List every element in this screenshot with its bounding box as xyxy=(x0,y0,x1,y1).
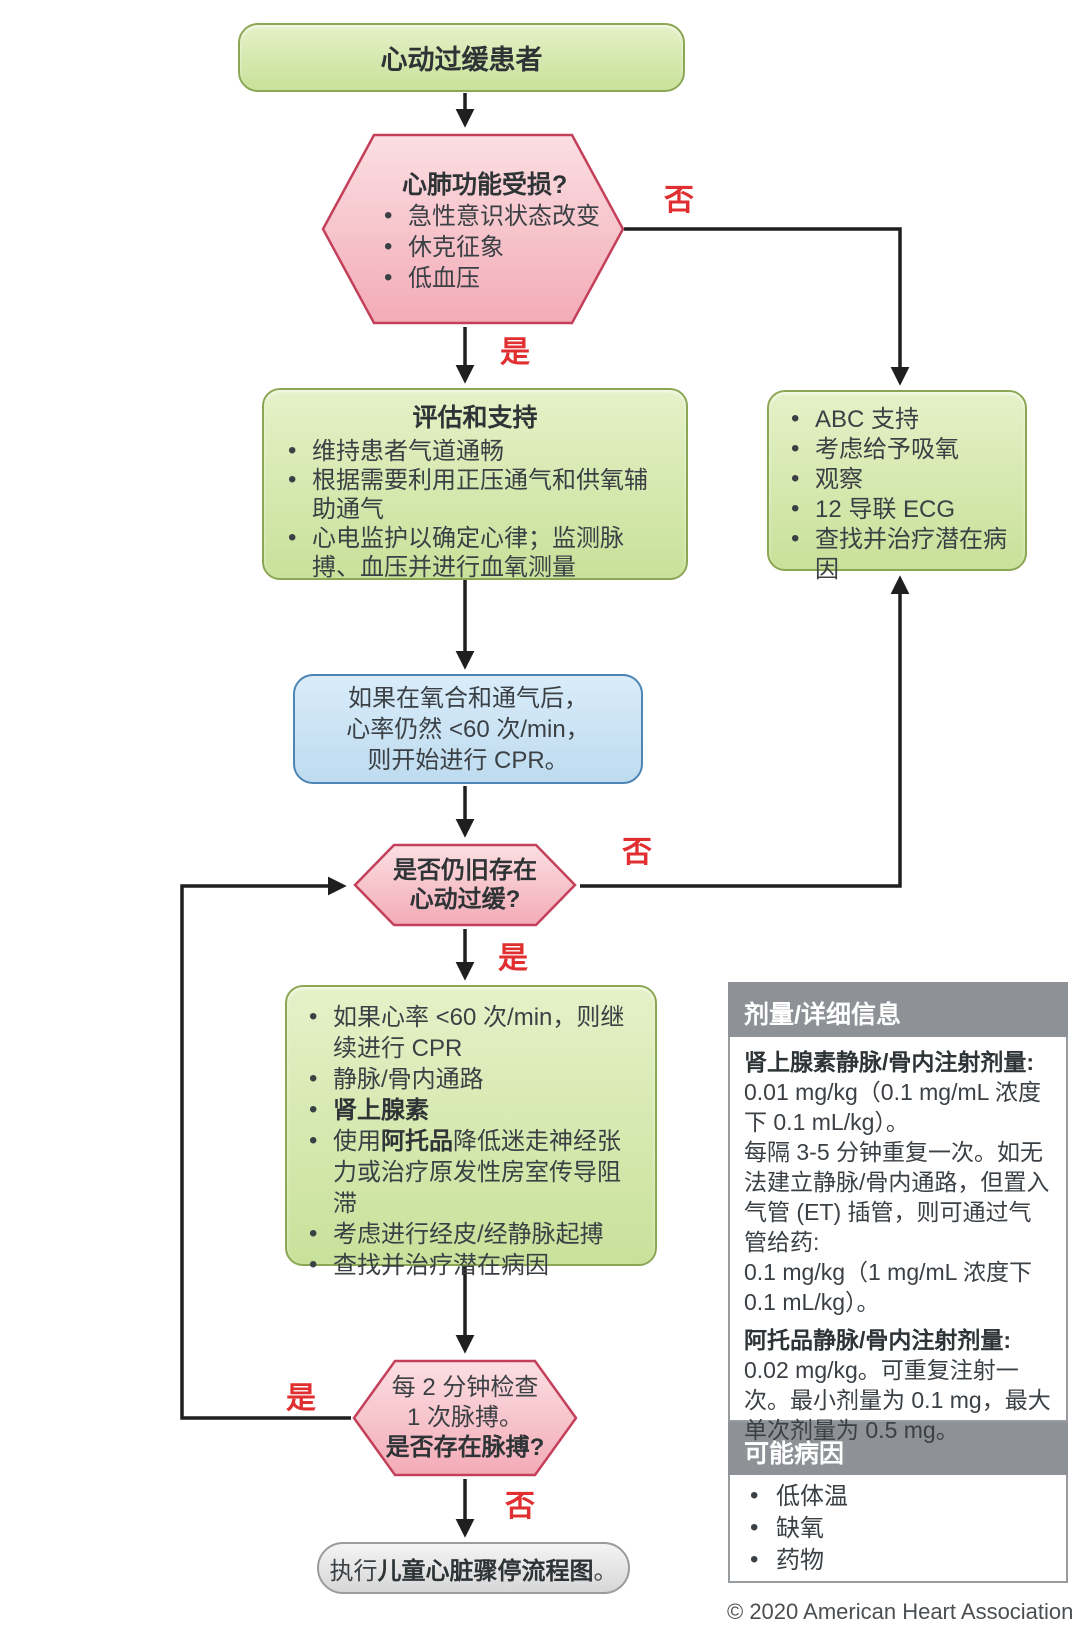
atropine-bold-text: 阿托品 xyxy=(381,1128,453,1155)
connector-decision3-yes-loop xyxy=(180,876,351,1420)
cause-bullet: 低体温 xyxy=(744,1480,1052,1513)
decision3-no-label: 否 xyxy=(505,1490,535,1523)
cpr-note-node: 如果在氧合和通气后， 心率仍然 <60 次/min， 则开始进行 CPR。 xyxy=(293,674,643,784)
epinephrine-bold-text: 肾上腺素 xyxy=(333,1097,429,1124)
decision1-bullet: 休克征象 xyxy=(378,231,684,263)
dose-details-body: 肾上腺素静脉/骨内注射剂量: 0.01 mg/kg（0.1 mg/mL 浓度下 … xyxy=(728,1037,1068,1443)
dose-details-panel: 剂量/详细信息 肾上腺素静脉/骨内注射剂量: 0.01 mg/kg（0.1 mg… xyxy=(728,982,1068,1583)
cpr-note-line: 则开始进行 CPR。 xyxy=(367,746,569,774)
decision1-bullet: 急性意识状态改变 xyxy=(378,200,684,232)
decision2-yes-label: 是 xyxy=(498,942,528,975)
decision3-hexagon: 每 2 分钟检查 1 次脉搏。 是否存在脉搏? xyxy=(351,1358,579,1478)
treatment-bullet: 如果心率 <60 次/min，则继续进行 CPR xyxy=(303,1001,643,1064)
decision1-bullet: 低血压 xyxy=(378,262,684,294)
treatment-bullet: 查找并治疗潜在病因 xyxy=(303,1249,643,1281)
epinephrine-dose-text: 0.01 mg/kg（0.1 mg/mL 浓度下 0.1 mL/kg）。 xyxy=(744,1079,1041,1135)
decision1-yes-label: 是 xyxy=(500,336,530,369)
decision3-question-line: 是否存在脉搏? xyxy=(385,1434,545,1461)
decision1-hexagon: 心肺功能受损? 急性意识状态改变 休克征象 低血压 xyxy=(320,132,626,326)
possible-causes-body: 低体温 缺氧 药物 xyxy=(728,1475,1068,1583)
assess-bullet: 维持患者气道通畅 xyxy=(282,436,668,466)
cardiac-arrest-referral-node: 执行儿童心脏骤停流程图。 xyxy=(317,1542,630,1594)
treatment-bullet: 使用阿托品降低迷走神经张力或治疗原发性房室传导阻滞 xyxy=(303,1125,643,1219)
assess-support-bullet-list: 维持患者气道通畅 根据需要利用正压通气和供氧辅助通气 心电监护以确定心律；监测脉… xyxy=(282,436,668,582)
decision2-hexagon: 是否仍旧存在 心动过缓? xyxy=(352,842,578,928)
atropine-dose-text: 0.02 mg/kg。可重复注射一次。最小剂量为 0.1 mg，最大单次剂量为 … xyxy=(744,1357,1051,1443)
cause-bullet: 缺氧 xyxy=(744,1512,1052,1545)
final-bold-text: 儿童心脏骤停流程图 xyxy=(377,1557,594,1585)
atropine-pre-text: 使用 xyxy=(333,1128,381,1155)
connector-decision1-no xyxy=(624,227,910,386)
treatment-bullet: 静脉/骨内通路 xyxy=(303,1063,643,1095)
final-pre-text: 执行 xyxy=(329,1557,378,1585)
abc-bullet-list: ABC 支持 考虑给予吸氧 观察 12 导联 ECG 查找并治疗潜在病因 xyxy=(785,404,1015,585)
cpr-note-line: 如果在氧合和通气后， xyxy=(348,684,588,712)
decision1-title: 心肺功能受损? xyxy=(402,170,568,199)
assess-bullet: 根据需要利用正压通气和供氧辅助通气 xyxy=(282,465,668,524)
abc-bullet: 考虑给予吸氧 xyxy=(785,434,1015,465)
atropine-post-text: 降低迷走神经张力或治疗原发性房室传导阻滞 xyxy=(333,1128,621,1217)
abc-bullet: 12 导联 ECG xyxy=(785,494,1015,525)
abc-bullet: 查找并治疗潜在病因 xyxy=(785,524,1015,585)
final-post-text: 。 xyxy=(593,1557,618,1585)
treatment-bullet-list: 如果心率 <60 次/min，则继续进行 CPR 静脉/骨内通路 肾上腺素 使用… xyxy=(303,1001,643,1281)
decision2-hexagon-shape xyxy=(353,843,577,927)
cpr-note-line: 心率仍然 <60 次/min， xyxy=(346,715,590,743)
abc-bullet: ABC 支持 xyxy=(785,404,1015,435)
dose-details-header: 剂量/详细信息 xyxy=(728,982,1068,1037)
start-node-label: 心动过缓患者 xyxy=(380,45,543,75)
assess-support-title: 评估和支持 xyxy=(412,404,538,432)
decision1-bullet-list: 急性意识状态改变 休克征象 低血压 xyxy=(378,200,684,294)
decision2-line: 是否仍旧存在 xyxy=(393,857,537,884)
assess-support-node: 评估和支持 维持患者气道通畅 根据需要利用正压通气和供氧辅助通气 心电监护以确定… xyxy=(262,388,688,582)
possible-causes-header: 可能病因 xyxy=(728,1422,1068,1475)
decision3-yes-label: 是 xyxy=(286,1382,316,1415)
assess-bullet: 心电监护以确定心律；监测脉搏、血压并进行血氧测量 xyxy=(282,523,668,582)
abc-bullet: 观察 xyxy=(785,464,1015,495)
decision2-no-label: 否 xyxy=(622,836,652,869)
start-node: 心动过缓患者 xyxy=(238,23,685,92)
decision3-line: 1 次脉搏。 xyxy=(406,1404,523,1431)
connector-decision2-no xyxy=(580,575,910,888)
treatment-node: 如果心率 <60 次/min，则继续进行 CPR 静脉/骨内通路 肾上腺素 使用… xyxy=(285,985,657,1280)
epinephrine-repeat-text: 每隔 3-5 分钟重复一次。如无法建立静脉/骨内通路，但置入气管 (ET) 插管… xyxy=(744,1139,1050,1255)
epinephrine-et-dose-text: 0.1 mg/kg（1 mg/mL 浓度下 0.1 mL/kg）。 xyxy=(744,1259,1033,1315)
decision3-line: 每 2 分钟检查 xyxy=(391,1374,539,1401)
treatment-bullet: 考虑进行经皮/经静脉起搏 xyxy=(303,1218,643,1250)
abc-support-node: ABC 支持 考虑给予吸氧 观察 12 导联 ECG 查找并治疗潜在病因 xyxy=(767,390,1027,583)
decision2-line: 心动过缓? xyxy=(409,886,521,913)
atropine-dose-title: 阿托品静脉/骨内注射剂量: xyxy=(744,1327,1012,1353)
cause-bullet: 药物 xyxy=(744,1544,1052,1577)
decision3-hexagon-shape xyxy=(352,1359,578,1477)
treatment-bullet: 肾上腺素 xyxy=(303,1094,643,1126)
copyright-footer: © 2020 American Heart Association xyxy=(727,1599,1074,1624)
epinephrine-dose-title: 肾上腺素静脉/骨内注射剂量: xyxy=(744,1049,1035,1075)
causes-bullet-list: 低体温 缺氧 药物 xyxy=(744,1480,1052,1577)
